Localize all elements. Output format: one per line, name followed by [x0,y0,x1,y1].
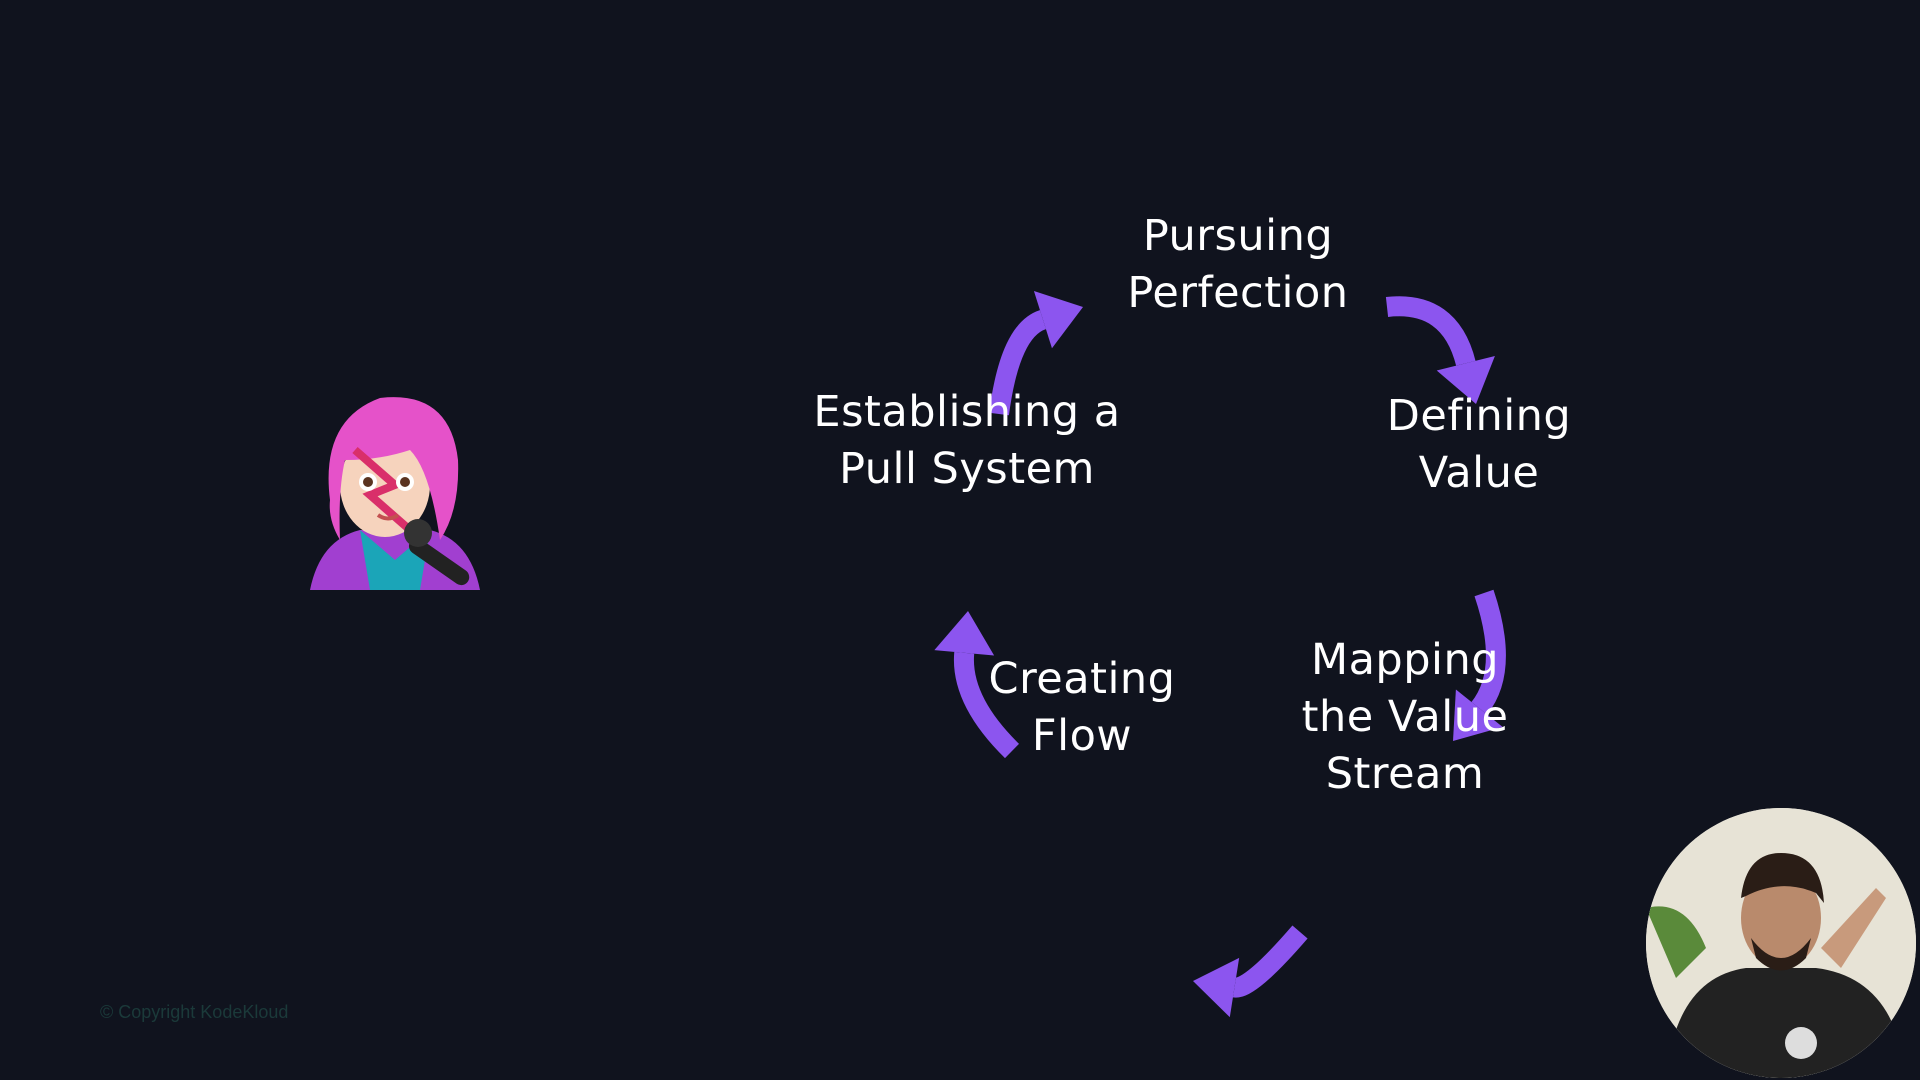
arrow-to-creating-flow-icon [1193,925,1308,1018]
arrow-to-pursuing-perfection-icon [989,291,1083,416]
step-creating-flow: Creating Flow [989,651,1176,765]
arrow-to-establishing-pull-icon [934,611,1020,759]
step-label-line: Defining [1386,391,1572,441]
step-label-line: Stream [1325,749,1485,799]
step-label-line: Mapping [1310,635,1500,685]
copyright-text: © Copyright KodeKloud [100,1002,289,1022]
step-label-line: Value [1418,448,1540,498]
singer-emoji-icon [310,397,480,590]
step-mapping-value-stream: Mapping the Value Stream [1302,632,1509,803]
step-label-line: Establishing a [813,387,1121,437]
step-label-line: Creating [988,654,1176,704]
step-label-line: Flow [1031,711,1133,761]
step-label-line: Pursuing [1142,211,1334,261]
presenter-video-icon [1646,808,1916,1078]
arrow-to-defining-value-icon [1385,296,1495,404]
arrow-to-mapping-value-stream-icon [1453,589,1506,741]
presenter-webcam [1646,808,1916,1078]
step-pursuing-perfection: Pursuing Perfection [1127,208,1348,322]
step-label-line: Pull System [839,444,1095,494]
step-label-line: Perfection [1127,268,1349,318]
step-defining-value: Defining Value [1387,388,1571,502]
step-label-line: the Value [1301,692,1509,742]
step-establishing-pull: Establishing a Pull System [813,384,1120,498]
